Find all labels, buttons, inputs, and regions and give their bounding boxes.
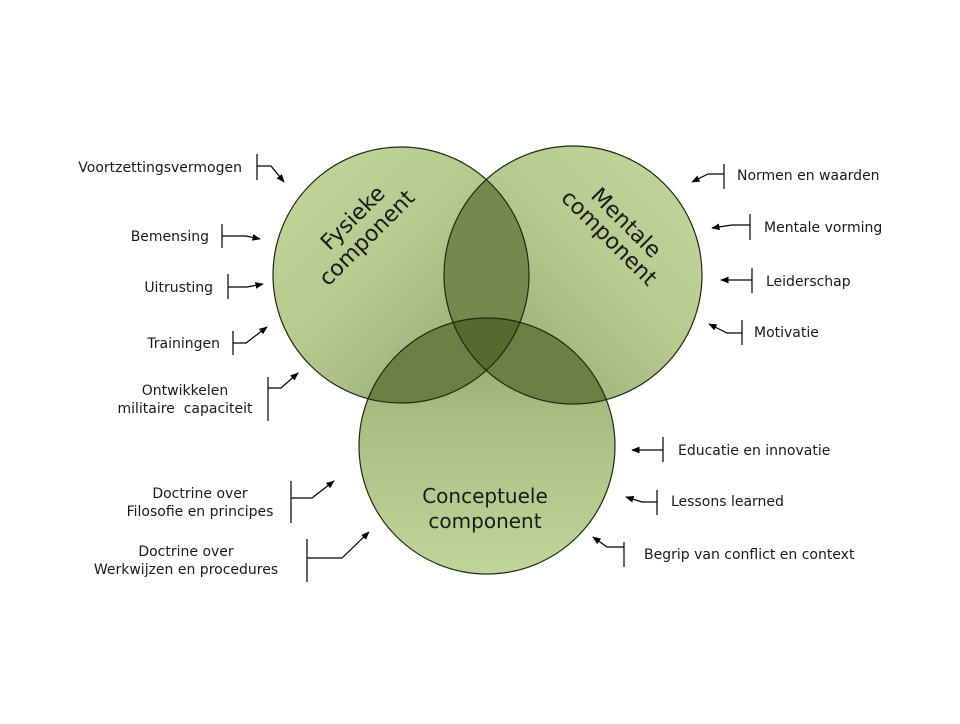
label-text: Educatie en innovatie	[678, 443, 831, 459]
label-text: Lessons learned	[671, 494, 784, 510]
label-line-1: Doctrine over	[138, 544, 234, 560]
label-uitrusting: Uitrusting	[60, 279, 213, 297]
label-text: Motivatie	[754, 325, 819, 341]
label-voortzettingsvermogen: Voortzettingsvermogen	[40, 159, 242, 177]
title-conceptuele-line2: component	[428, 509, 541, 533]
callout-doctrine-werkwijzen	[306, 531, 370, 582]
label-text: Normen en waarden	[737, 168, 880, 184]
outline-fysieke	[272, 146, 530, 404]
callout-uitrusting	[227, 274, 264, 299]
callout-motivatie	[708, 320, 743, 345]
label-ontwikkelen-militaire-capaciteit: Ontwikkelen militaire capaciteit	[110, 382, 260, 418]
label-doctrine-filosofie: Doctrine over Filosofie en principes	[120, 485, 280, 521]
overlap-mentaal-conceptueel	[444, 318, 615, 404]
label-text: Bemensing	[130, 229, 209, 245]
outline-mentale	[443, 145, 703, 405]
label-doctrine-werkwijzen: Doctrine over Werkwijzen en procedures	[80, 543, 292, 579]
label-trainingen: Trainingen	[60, 335, 220, 353]
callout-educatie	[631, 437, 664, 462]
label-normen-en-waarden: Normen en waarden	[737, 167, 880, 185]
label-text: Mentale vorming	[764, 220, 883, 236]
label-mentale-vorming: Mentale vorming	[764, 219, 882, 237]
label-line-1: Ontwikkelen	[141, 383, 229, 399]
label-bemensing: Bemensing	[60, 228, 209, 246]
label-text: Trainingen	[147, 336, 220, 352]
overlap-fysiek-conceptueel	[359, 318, 529, 403]
callout-mentale-vorming	[711, 214, 751, 240]
outline-conceptuele	[358, 317, 616, 575]
callout-normen-en-waarden	[691, 164, 725, 189]
label-text: Leiderschap	[766, 274, 851, 290]
title-conceptuele-line1: Conceptuele	[422, 484, 548, 508]
label-line-2: Filosofie en principes	[126, 504, 274, 520]
callout-doctrine-filosofie	[290, 480, 335, 523]
label-educatie-en-innovatie: Educatie en innovatie	[678, 442, 830, 460]
callout-begrip	[592, 536, 625, 567]
label-text: Voortzettingsvermogen	[78, 160, 242, 176]
label-line-1: Doctrine over	[152, 486, 248, 502]
label-lessons-learned: Lessons learned	[671, 493, 784, 511]
label-line-2: militaire capaciteit	[117, 401, 253, 417]
callout-lessons-learned	[625, 490, 658, 515]
callout-voortzettingsvermogen	[256, 154, 285, 183]
callout-trainingen	[232, 326, 268, 355]
label-motivatie: Motivatie	[754, 324, 819, 342]
label-leiderschap: Leiderschap	[766, 273, 851, 291]
label-line-2: Werkwijzen en procedures	[93, 562, 279, 578]
label-text: Uitrusting	[144, 280, 213, 296]
callout-ontwikkelen	[267, 372, 299, 421]
label-text: Begrip van conflict en context	[644, 547, 855, 563]
callout-leiderschap	[720, 268, 753, 293]
label-begrip-van-conflict: Begrip van conflict en context	[644, 546, 854, 564]
callout-bemensing	[221, 224, 261, 248]
